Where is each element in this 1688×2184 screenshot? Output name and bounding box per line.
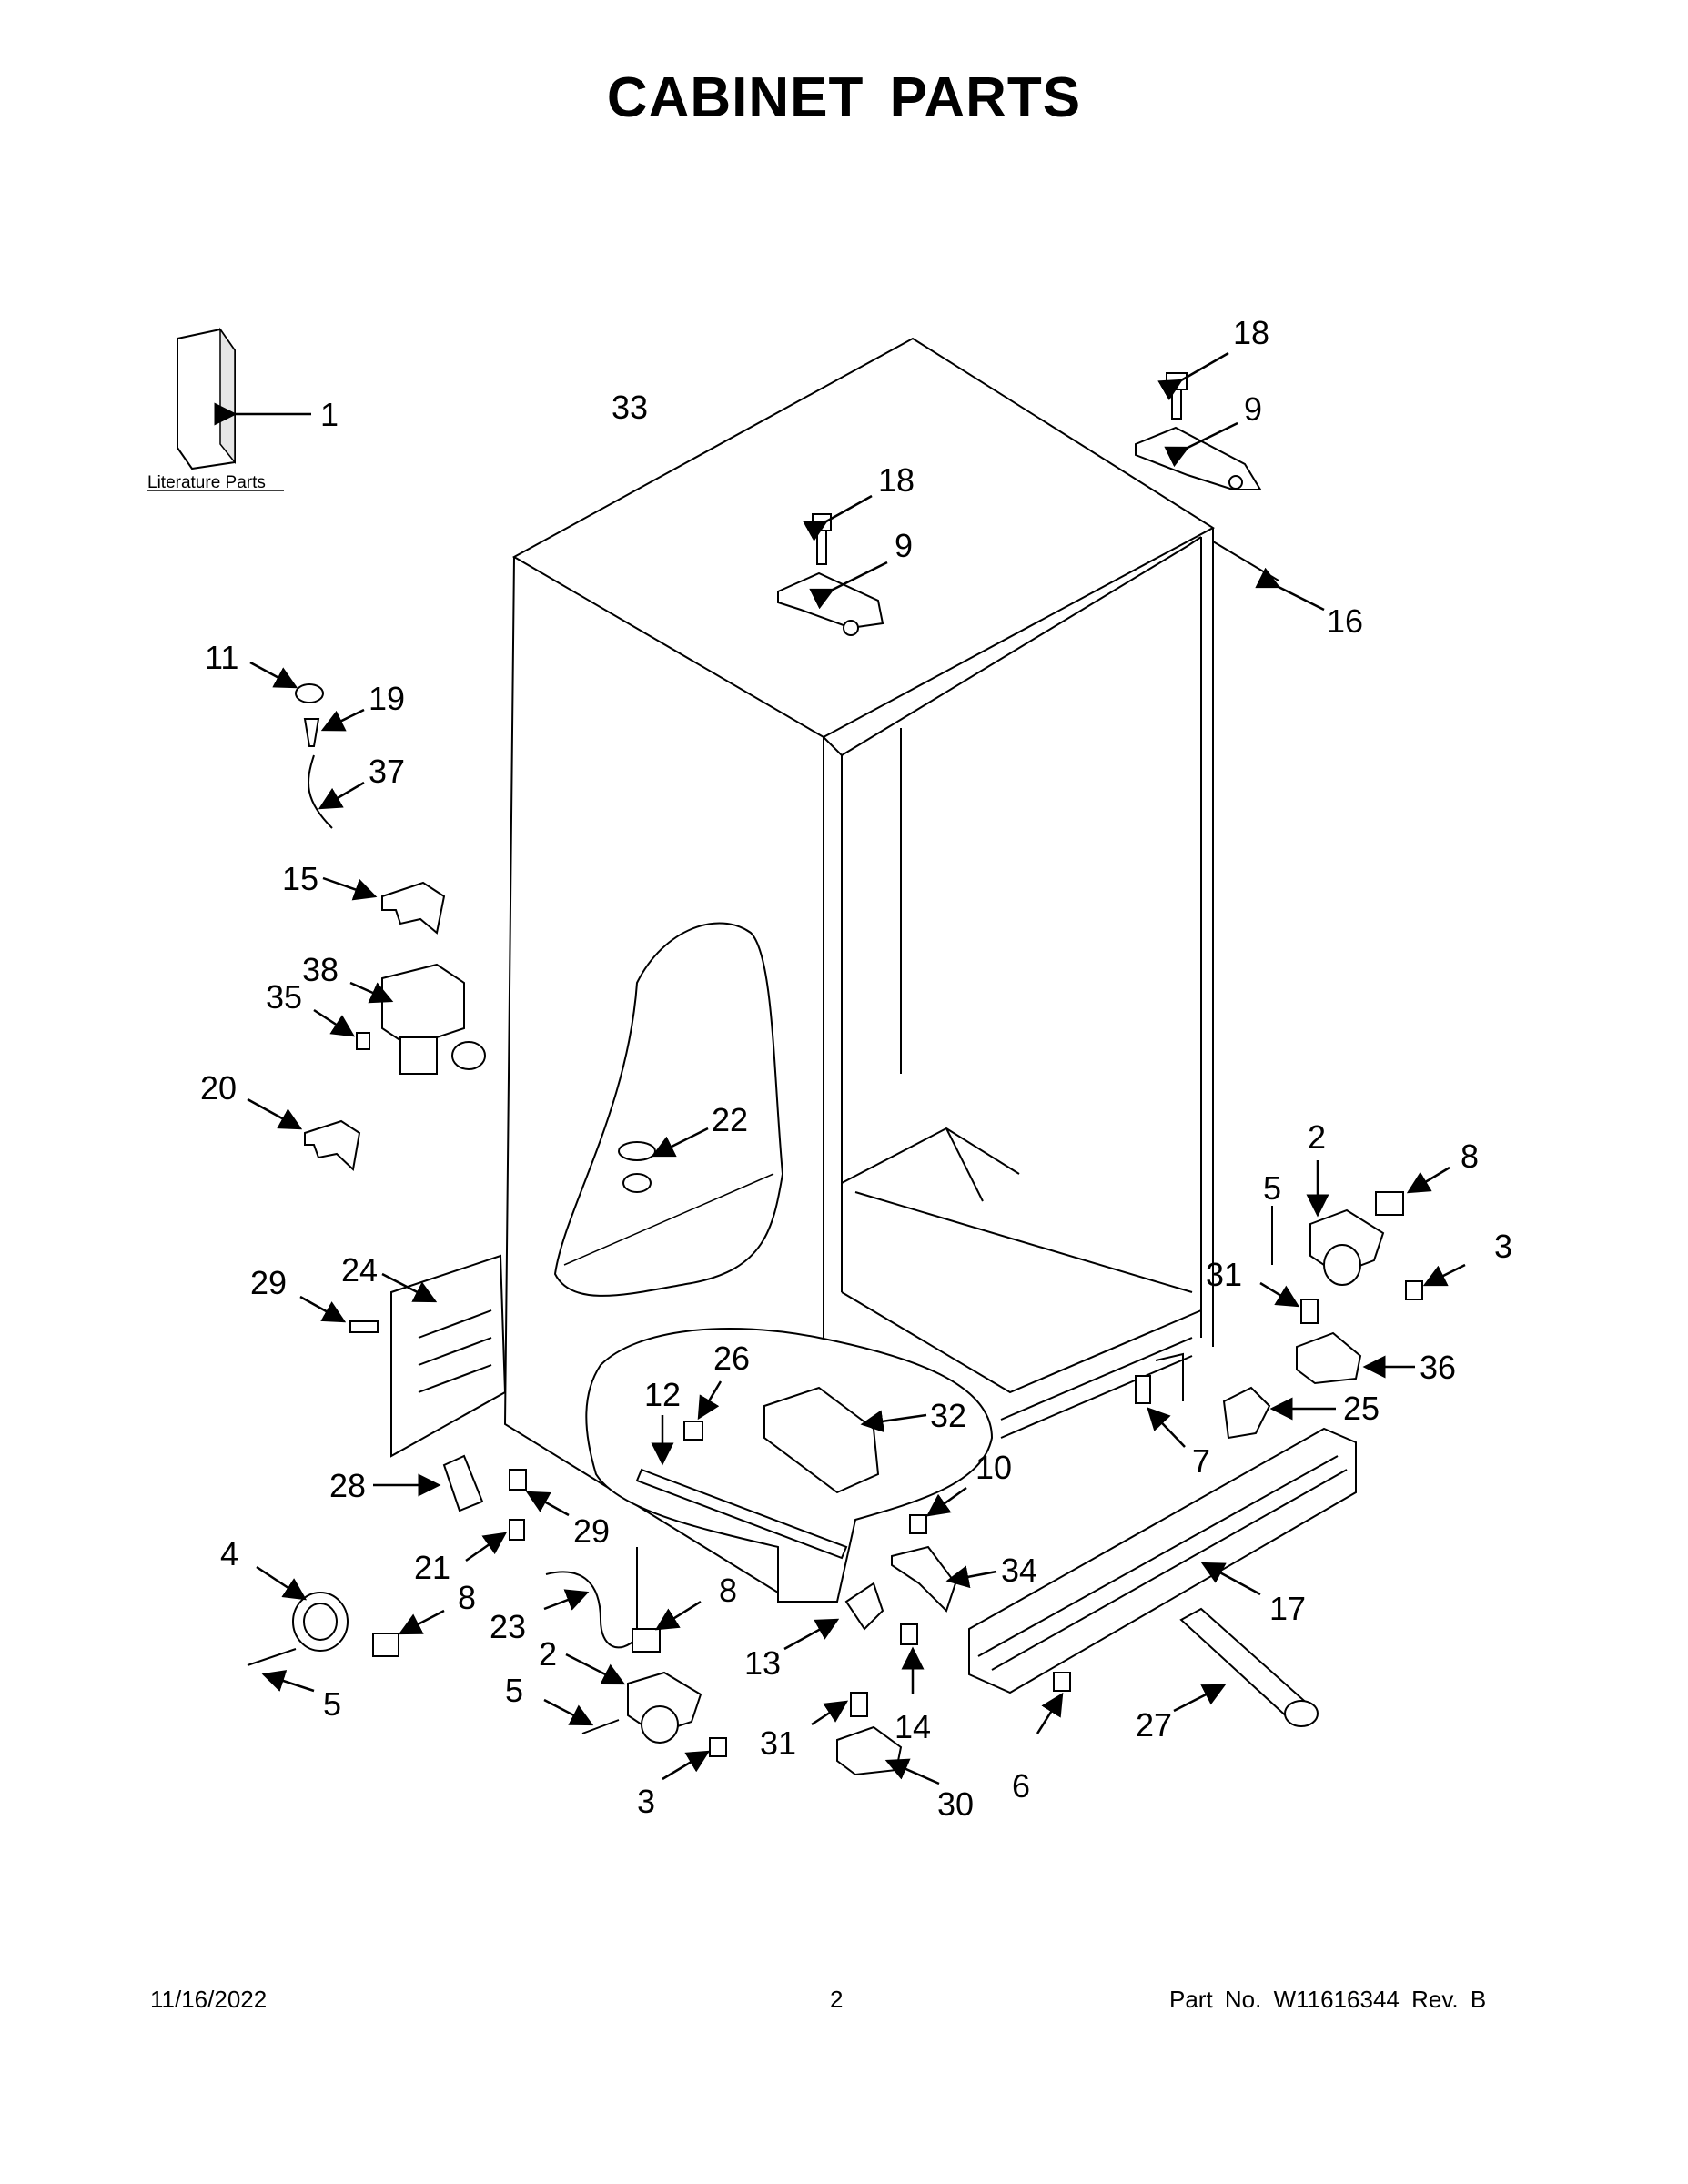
part-11-19-37[interactable] (249, 661, 365, 829)
callout-18-top-left: 18 (878, 461, 915, 499)
callout-19: 19 (369, 680, 405, 717)
part-36-block[interactable] (1296, 1331, 1415, 1385)
callout-22: 22 (712, 1101, 748, 1138)
callout-5-mid: 5 (505, 1672, 523, 1709)
callout-21: 21 (414, 1549, 450, 1586)
part-30-block[interactable] (836, 1725, 940, 1785)
callout-6: 6 (1012, 1767, 1030, 1805)
callout-24: 24 (341, 1251, 378, 1289)
callout-4: 4 (220, 1535, 238, 1572)
part-17-grille[interactable] (968, 1427, 1357, 1694)
part-6-screw[interactable] (1036, 1672, 1071, 1734)
page-title: CABINET PARTS (606, 66, 1082, 129)
callout-29-lower: 29 (573, 1512, 610, 1550)
top-hinge-right[interactable] (1135, 351, 1262, 490)
part-7-bracket[interactable] (1135, 1375, 1186, 1448)
part-14-screw[interactable] (900, 1623, 925, 1694)
footer-page-number: 2 (830, 1986, 844, 2013)
part-22-drain[interactable] (618, 1127, 709, 1193)
callout-32: 32 (930, 1397, 966, 1434)
part-13-bracket[interactable] (783, 1582, 884, 1651)
part-29-screw-a[interactable] (299, 1295, 379, 1333)
callout-2-right: 2 (1308, 1118, 1326, 1156)
callout-30: 30 (937, 1785, 974, 1823)
callout-3-left: 3 (637, 1783, 655, 1820)
part-27-filter[interactable] (1173, 1607, 1319, 1727)
part-28-bracket[interactable] (373, 1454, 484, 1512)
part-31-screw-mid[interactable] (811, 1692, 868, 1726)
footer-date: 11/16/2022 (150, 1986, 268, 2013)
part-26[interactable] (683, 1380, 723, 1441)
callout-29-upper: 29 (250, 1264, 287, 1301)
footer-part-number: Part No. W11616344 Rev. B (1169, 1986, 1487, 2013)
callout-7: 7 (1192, 1442, 1210, 1480)
part-34-bracket[interactable] (891, 1545, 997, 1613)
callout-1: 1 (320, 396, 339, 433)
callout-5-right: 5 (1263, 1169, 1281, 1207)
part-12-rod[interactable] (635, 1415, 848, 1560)
callout-10: 10 (975, 1449, 1012, 1486)
part-10-screw[interactable] (909, 1486, 967, 1534)
callout-25: 25 (1343, 1390, 1380, 1427)
part-31-screw-right[interactable] (1259, 1281, 1319, 1324)
part-29-screw-b[interactable] (509, 1469, 570, 1517)
callout-8-mid: 8 (719, 1572, 737, 1609)
part-21-screw[interactable] (465, 1519, 525, 1562)
callout-8-left: 8 (458, 1579, 476, 1616)
part-15-clip[interactable] (322, 876, 446, 935)
part-38-water-valve[interactable] (349, 963, 486, 1075)
callout-9-top-left: 9 (895, 527, 913, 564)
part-8-pad-right[interactable] (1375, 1166, 1450, 1216)
callout-38: 38 (302, 951, 339, 988)
callout-37: 37 (369, 753, 405, 790)
part-4-wheel[interactable] (256, 1565, 349, 1652)
callout-35: 35 (266, 978, 302, 1016)
literature-booklet[interactable] (177, 327, 311, 470)
callout-27: 27 (1136, 1706, 1172, 1744)
part-5-pin-left[interactable] (247, 1648, 315, 1693)
callout-23: 23 (490, 1608, 526, 1645)
callout-31-mid: 31 (760, 1724, 796, 1762)
cutaway-front (585, 1328, 994, 1603)
part-35[interactable] (313, 1008, 370, 1050)
cutaway-drain (553, 922, 784, 1297)
part-25-hinge[interactable] (1222, 1386, 1336, 1440)
callout-2-left: 2 (539, 1635, 557, 1673)
literature-parts-label: Literature Parts (147, 473, 266, 492)
part-32-housing[interactable] (763, 1386, 927, 1494)
part-3-screw-right[interactable] (1405, 1263, 1466, 1300)
part-5-pin-mid[interactable] (543, 1698, 620, 1734)
callout-33: 33 (612, 389, 648, 426)
part-24-panel[interactable] (381, 1254, 507, 1458)
callout-9-top-right: 9 (1244, 390, 1262, 428)
top-hinge-left[interactable] (777, 494, 888, 636)
callout-14: 14 (895, 1708, 931, 1745)
callout-34: 34 (1001, 1552, 1037, 1589)
part-2-roller-right[interactable] (1306, 1160, 1385, 1286)
callout-18-top-right: 18 (1233, 314, 1269, 351)
callout-15: 15 (282, 860, 318, 897)
callout-3-right: 3 (1494, 1228, 1512, 1265)
callout-26: 26 (713, 1340, 750, 1377)
part-23-hose[interactable] (543, 1547, 638, 1649)
callout-28: 28 (329, 1467, 366, 1504)
callout-13: 13 (744, 1644, 781, 1682)
callout-11: 11 (205, 639, 238, 676)
part-2-roller-left[interactable] (565, 1653, 702, 1744)
callout-5-left: 5 (323, 1685, 341, 1723)
part-8-pad-mid[interactable] (632, 1600, 702, 1653)
callout-16: 16 (1327, 602, 1363, 640)
callout-17: 17 (1269, 1590, 1306, 1627)
callout-36: 36 (1420, 1349, 1456, 1386)
part-3-screw-left[interactable] (662, 1737, 727, 1781)
part-16-wire[interactable] (1212, 541, 1325, 612)
callout-12: 12 (644, 1376, 681, 1413)
part-20-clip[interactable] (247, 1097, 361, 1172)
callout-8-right: 8 (1461, 1138, 1479, 1175)
part-8-pad-left[interactable] (372, 1609, 445, 1657)
callout-31-right: 31 (1206, 1256, 1242, 1293)
callout-20: 20 (200, 1069, 237, 1107)
